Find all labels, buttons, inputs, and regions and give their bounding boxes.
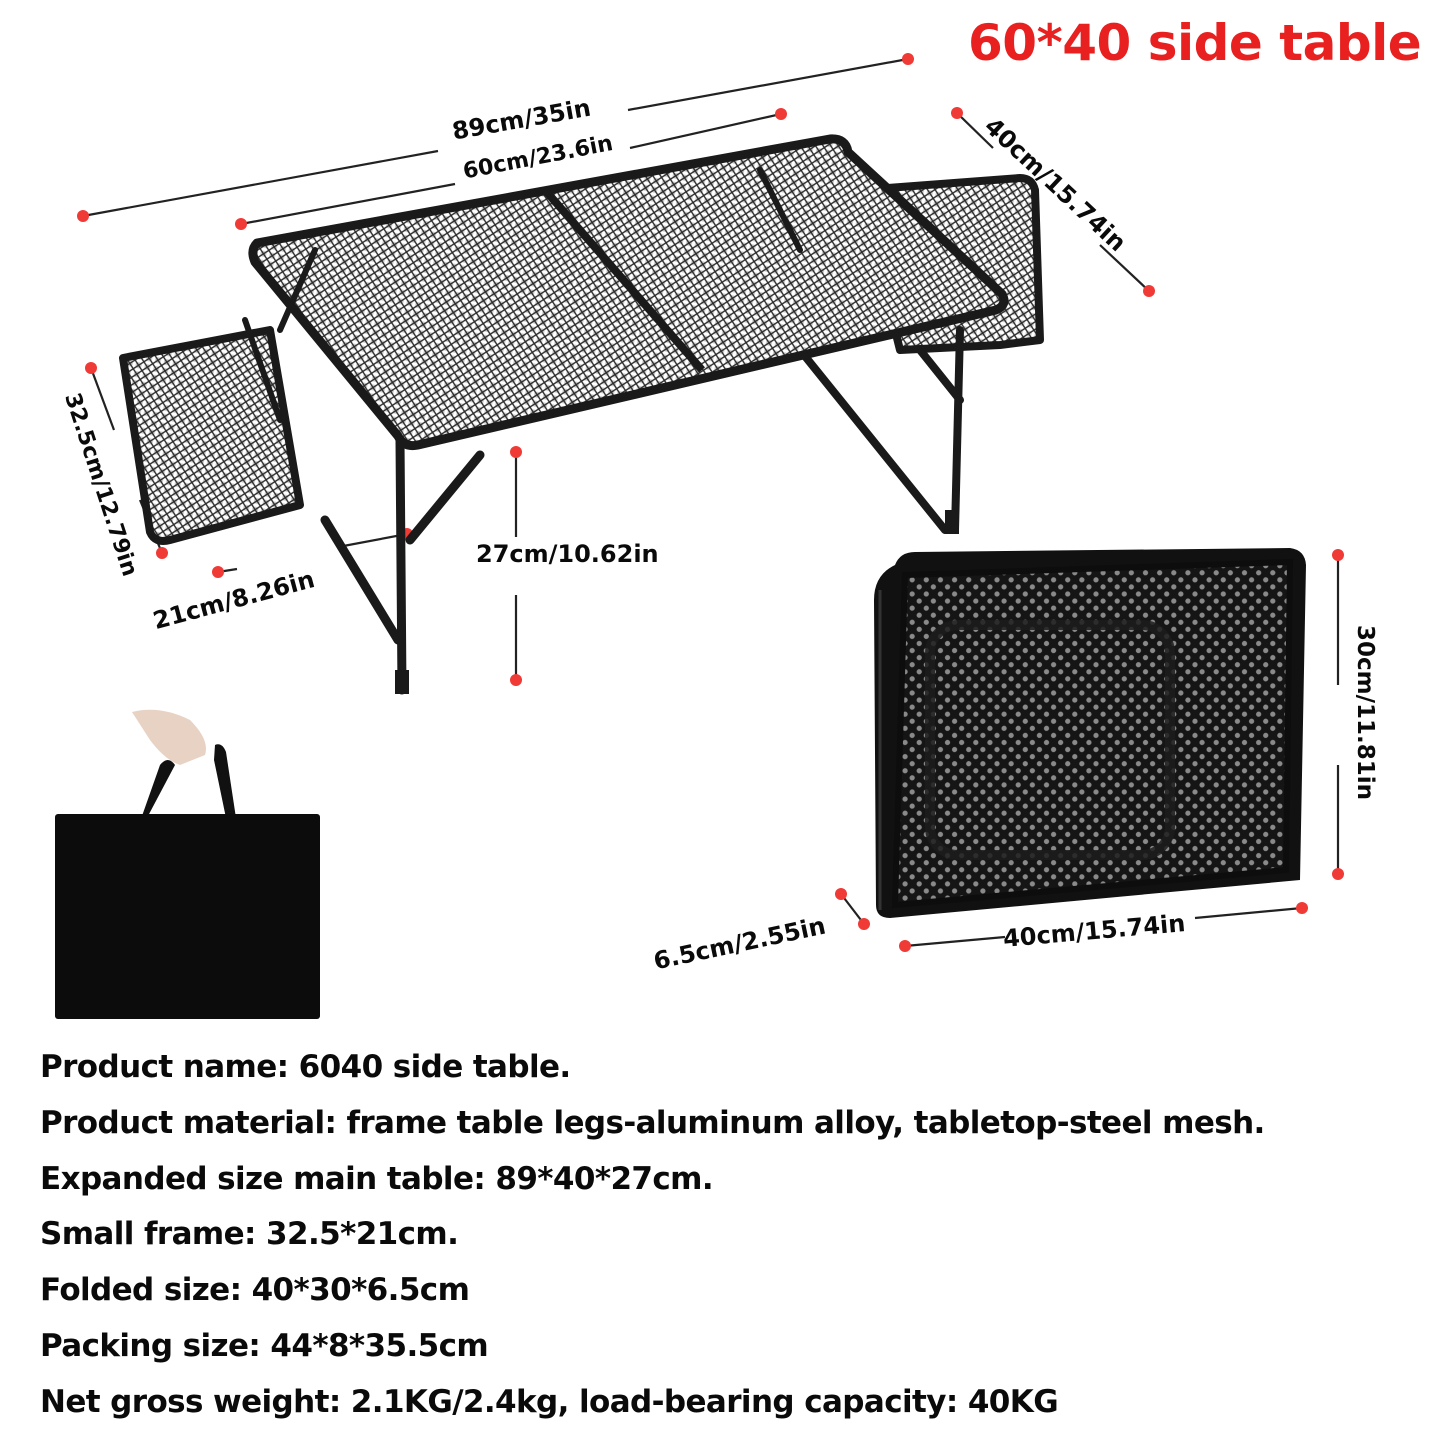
- spec-product-name: Product name: 6040 side table.: [40, 1049, 571, 1085]
- folded-table-image: [874, 548, 1306, 918]
- spec-weight-capacity: Net gross weight: 2.1KG/2.4kg, load-bear…: [40, 1383, 1059, 1420]
- page-title: 60*40 side table: [968, 14, 1422, 72]
- dimension-folded-height: 30cm/11.81in: [1352, 625, 1378, 801]
- expanded-table-image: [119, 134, 1044, 695]
- spec-folded-size: Folded size: 40*30*6.5cm: [40, 1272, 470, 1309]
- spec-expanded-size: Expanded size main table: 89*40*27cm.: [40, 1160, 714, 1197]
- dimension-height: 27cm/10.62in: [476, 540, 659, 568]
- spec-small-frame: Small frame: 32.5*21cm.: [40, 1216, 459, 1253]
- spec-material: Product material: frame table legs-alumi…: [40, 1104, 1265, 1141]
- carry-bag-image: [55, 709, 320, 1019]
- spec-packing-size: Packing size: 44*8*35.5cm: [40, 1327, 489, 1364]
- spec-list: Product name: 6040 side table. Product m…: [40, 1040, 1265, 1431]
- dimension-dots: [77, 53, 1344, 952]
